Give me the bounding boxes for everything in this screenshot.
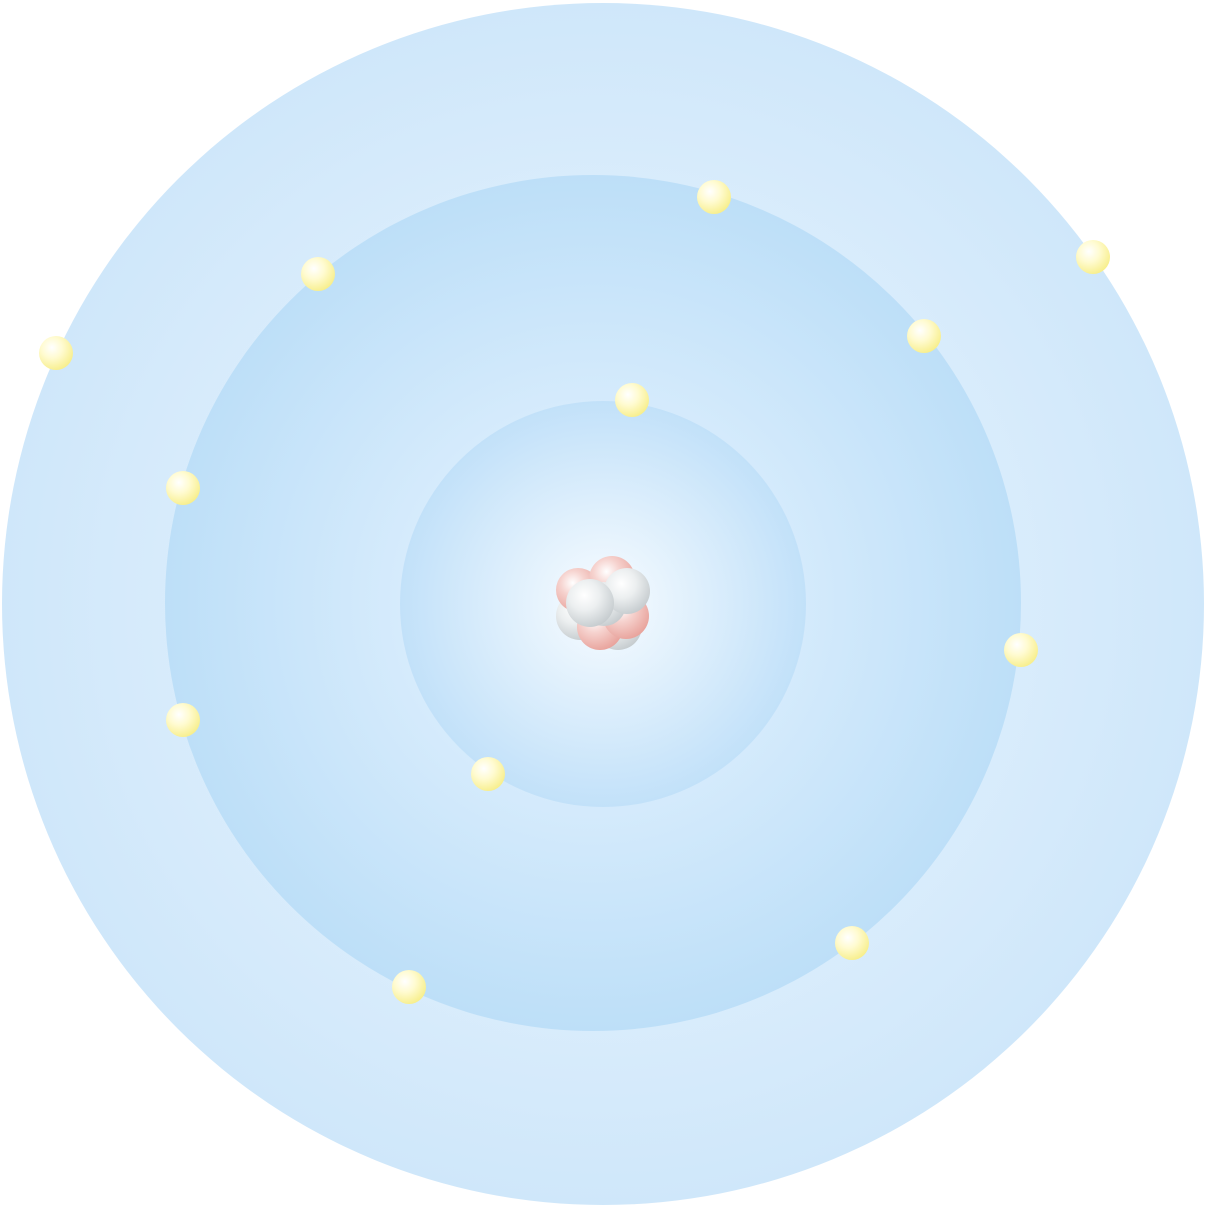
electron bbox=[166, 703, 200, 737]
electron bbox=[835, 926, 869, 960]
neutron bbox=[566, 579, 614, 627]
electron bbox=[301, 257, 335, 291]
electron bbox=[392, 970, 426, 1004]
electron bbox=[39, 336, 73, 370]
electron bbox=[471, 757, 505, 791]
nucleus bbox=[556, 556, 650, 650]
electron bbox=[697, 180, 731, 214]
electron bbox=[1004, 633, 1038, 667]
neutron bbox=[604, 568, 650, 614]
electron bbox=[907, 319, 941, 353]
electron bbox=[1076, 240, 1110, 274]
electron bbox=[166, 471, 200, 505]
electron bbox=[615, 383, 649, 417]
